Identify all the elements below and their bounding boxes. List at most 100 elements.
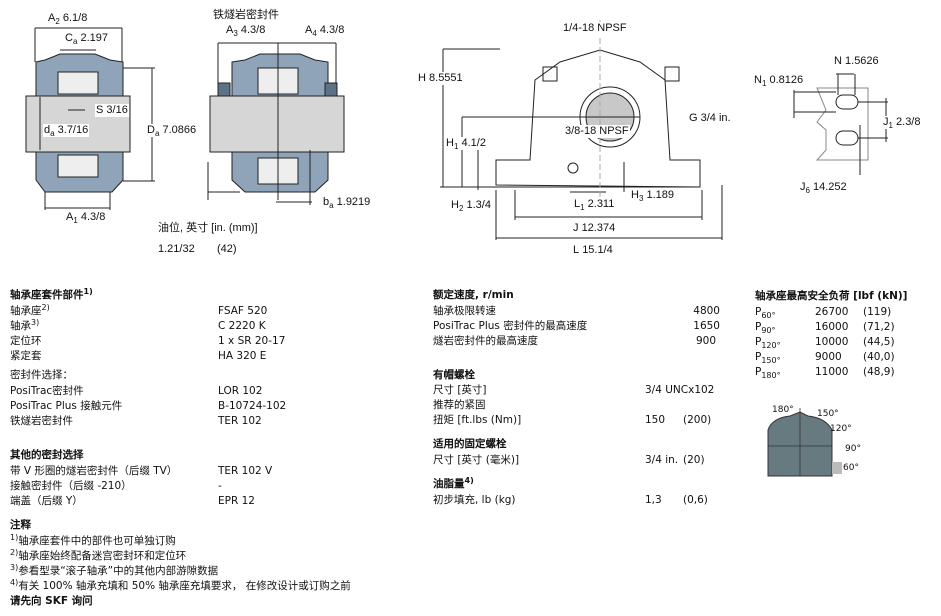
dim-a3: A3 4.3/8 xyxy=(225,24,267,38)
dim-j1: J1 2.3/8 xyxy=(882,116,922,130)
load-lbf: 11000 xyxy=(815,366,849,378)
other-seal-value: TER 102 V xyxy=(218,465,273,477)
dim-a2: A2 6.1/8 xyxy=(47,12,89,26)
oil-level-label: 油位, 英寸 [in. (mm)] xyxy=(157,222,259,235)
dim-da-outer: Da 7.0866 xyxy=(146,124,198,138)
note-item: 1)轴承座套件中的部件也可单独订购 xyxy=(10,533,176,548)
other-seal-label: 带 V 形圈的燧岩密封件（后缀 TV） xyxy=(10,465,178,477)
angle-120: 120° xyxy=(830,424,852,434)
seal-row-value: B-10724-102 xyxy=(218,400,287,412)
load-kn: (44,5) xyxy=(863,336,895,348)
seal-row-label: 铁燧岩密封件 xyxy=(10,415,73,427)
dim-h: H 8.5551 xyxy=(417,72,464,85)
dim-a1: A1 4.3/8 xyxy=(65,211,107,225)
other-seal-label: 接触密封件（后缀 -210） xyxy=(10,480,132,492)
dim-n: N 1.5626 xyxy=(833,55,880,68)
dim-l: L 15.1/4 xyxy=(572,244,614,257)
seal-title: 密封件选择： xyxy=(10,369,73,381)
angle-150: 150° xyxy=(817,409,839,419)
seal-row-label: PosiTrac Plus 接触元件 xyxy=(10,400,123,412)
dim-h3: H3 1.189 xyxy=(630,189,675,203)
loads-title: 轴承座最高安全负荷 [lbf (kN)] xyxy=(755,290,908,302)
seal-row-label: PosiTrac密封件 xyxy=(10,385,84,397)
speed-row-label: PosiTrac Plus 密封件的最高速度 xyxy=(433,320,588,332)
load-lbf: 10000 xyxy=(815,336,849,348)
grease-kg: (0,6) xyxy=(683,494,708,506)
dim-h1: H1 4.1/2 xyxy=(445,137,487,151)
dim-h2: H2 1.3/4 xyxy=(450,199,492,213)
fix-bolt-size-in: 3/4 in. xyxy=(645,454,679,466)
speed-row-value: 1650 xyxy=(693,320,720,332)
speed-row-label: 轴承极限转速 xyxy=(433,305,496,317)
kit-row-label: 紧定套 xyxy=(10,350,42,362)
fix-bolt-size-mm: (20) xyxy=(683,454,705,466)
speed-row-value: 900 xyxy=(696,335,717,347)
load-lbf: 9000 xyxy=(815,351,842,363)
dim-j: J 12.374 xyxy=(572,222,617,235)
load-sym: P180° xyxy=(755,366,781,380)
load-kn: (40,0) xyxy=(863,351,895,363)
load-sym: P90° xyxy=(755,321,776,335)
note-item: 4)有关 100% 轴承充填和 50% 轴承座充填要求， 在修改设计或订购之前 xyxy=(10,578,351,593)
dim-j6: J6 14.252 xyxy=(799,181,848,195)
seal-row-value: LOR 102 xyxy=(218,385,263,397)
oil-level-mm: (42) xyxy=(216,243,238,256)
cap-bolt-size-label: 尺寸 [英寸] xyxy=(433,384,487,396)
kit-row-label: 定位环 xyxy=(10,335,42,347)
notes-title: 注释 xyxy=(10,519,31,531)
other-seal-value: - xyxy=(218,480,222,492)
speed-row-label: 燧岩密封件的最高速度 xyxy=(433,335,538,347)
speed-title: 额定速度, r/min xyxy=(433,289,514,301)
other-seal-title: 其他的密封选择 xyxy=(10,449,84,461)
oil-level-in: 1.21/32 xyxy=(157,243,196,256)
kit-row-value: HA 320 E xyxy=(218,350,267,362)
kit-row-value: C 2220 K xyxy=(218,320,266,332)
technical-drawings xyxy=(25,20,888,240)
load-lbf: 26700 xyxy=(815,306,849,318)
dim-g: G 3/4 in. xyxy=(688,112,732,125)
load-sym: P120° xyxy=(755,336,781,350)
note-item: 2)轴承座始终配备迷宫密封环和定位环 xyxy=(10,548,187,563)
other-seal-label: 端盖（后缀 Y） xyxy=(10,495,83,507)
note-item: 3)参看型录“滚子轴承”中的其他内部游隙数据 xyxy=(10,563,219,578)
other-seal-value: EPR 12 xyxy=(218,495,255,507)
dim-da: da 3.7/16 xyxy=(43,124,90,138)
load-kn: (119) xyxy=(863,306,892,318)
kit-title: 轴承座套件部件1) xyxy=(10,287,93,302)
fix-bolt-size-label: 尺寸 [英寸 (毫米)] xyxy=(433,454,520,466)
fix-bolts-title: 适用的固定螺栓 xyxy=(433,438,507,450)
dim-ba: ba 1.9219 xyxy=(322,196,372,210)
dim-grease-bottom: 3/8-18 NPSF xyxy=(564,125,630,138)
notes-footer: 请先向 SKF 询问 xyxy=(10,595,93,607)
angle-60: 60° xyxy=(843,463,859,473)
cap-bolt-size-value: 3/4 UNCx102 xyxy=(645,384,715,396)
dim-s: S 3/16 xyxy=(95,104,129,117)
taconite-title: 铁燧岩密封件 xyxy=(212,9,280,22)
slot-detail-drawing xyxy=(793,73,888,175)
load-sym: P60° xyxy=(755,306,776,320)
angle-90: 90° xyxy=(845,444,861,454)
torque-label-1: 推荐的紧固 xyxy=(433,399,486,411)
kit-row-value: FSAF 520 xyxy=(218,305,268,317)
load-sym: P150° xyxy=(755,351,781,365)
dim-grease-top: 1/4-18 NPSF xyxy=(562,22,628,35)
housing-section-drawing xyxy=(25,27,155,210)
kit-row-label: 轴承座2) xyxy=(10,303,50,318)
seal-row-value: TER 102 xyxy=(218,415,262,427)
dim-l1: L1 2.311 xyxy=(573,198,616,212)
load-kn: (71,2) xyxy=(863,321,895,333)
speed-row-value: 4800 xyxy=(693,305,720,317)
torque-label-2: 扭矩 [ft.lbs (Nm)] xyxy=(433,414,522,426)
taconite-seal-drawing xyxy=(207,42,345,205)
grease-title: 油脂量4) xyxy=(433,476,474,491)
angle-180: 180° xyxy=(772,405,794,415)
grease-label: 初步填充, lb (kg) xyxy=(433,494,516,506)
kit-row-value: 1 x SR 20-17 xyxy=(218,335,286,347)
kit-row-label: 轴承3) xyxy=(10,318,40,333)
torque-nm: (200) xyxy=(683,414,712,426)
load-kn: (48,9) xyxy=(863,366,895,378)
torque-ftlbs: 150 xyxy=(645,414,666,426)
dim-ca: Ca 2.197 xyxy=(64,32,109,46)
load-lbf: 16000 xyxy=(815,321,849,333)
cap-bolts-title: 有帽螺栓 xyxy=(433,369,475,381)
